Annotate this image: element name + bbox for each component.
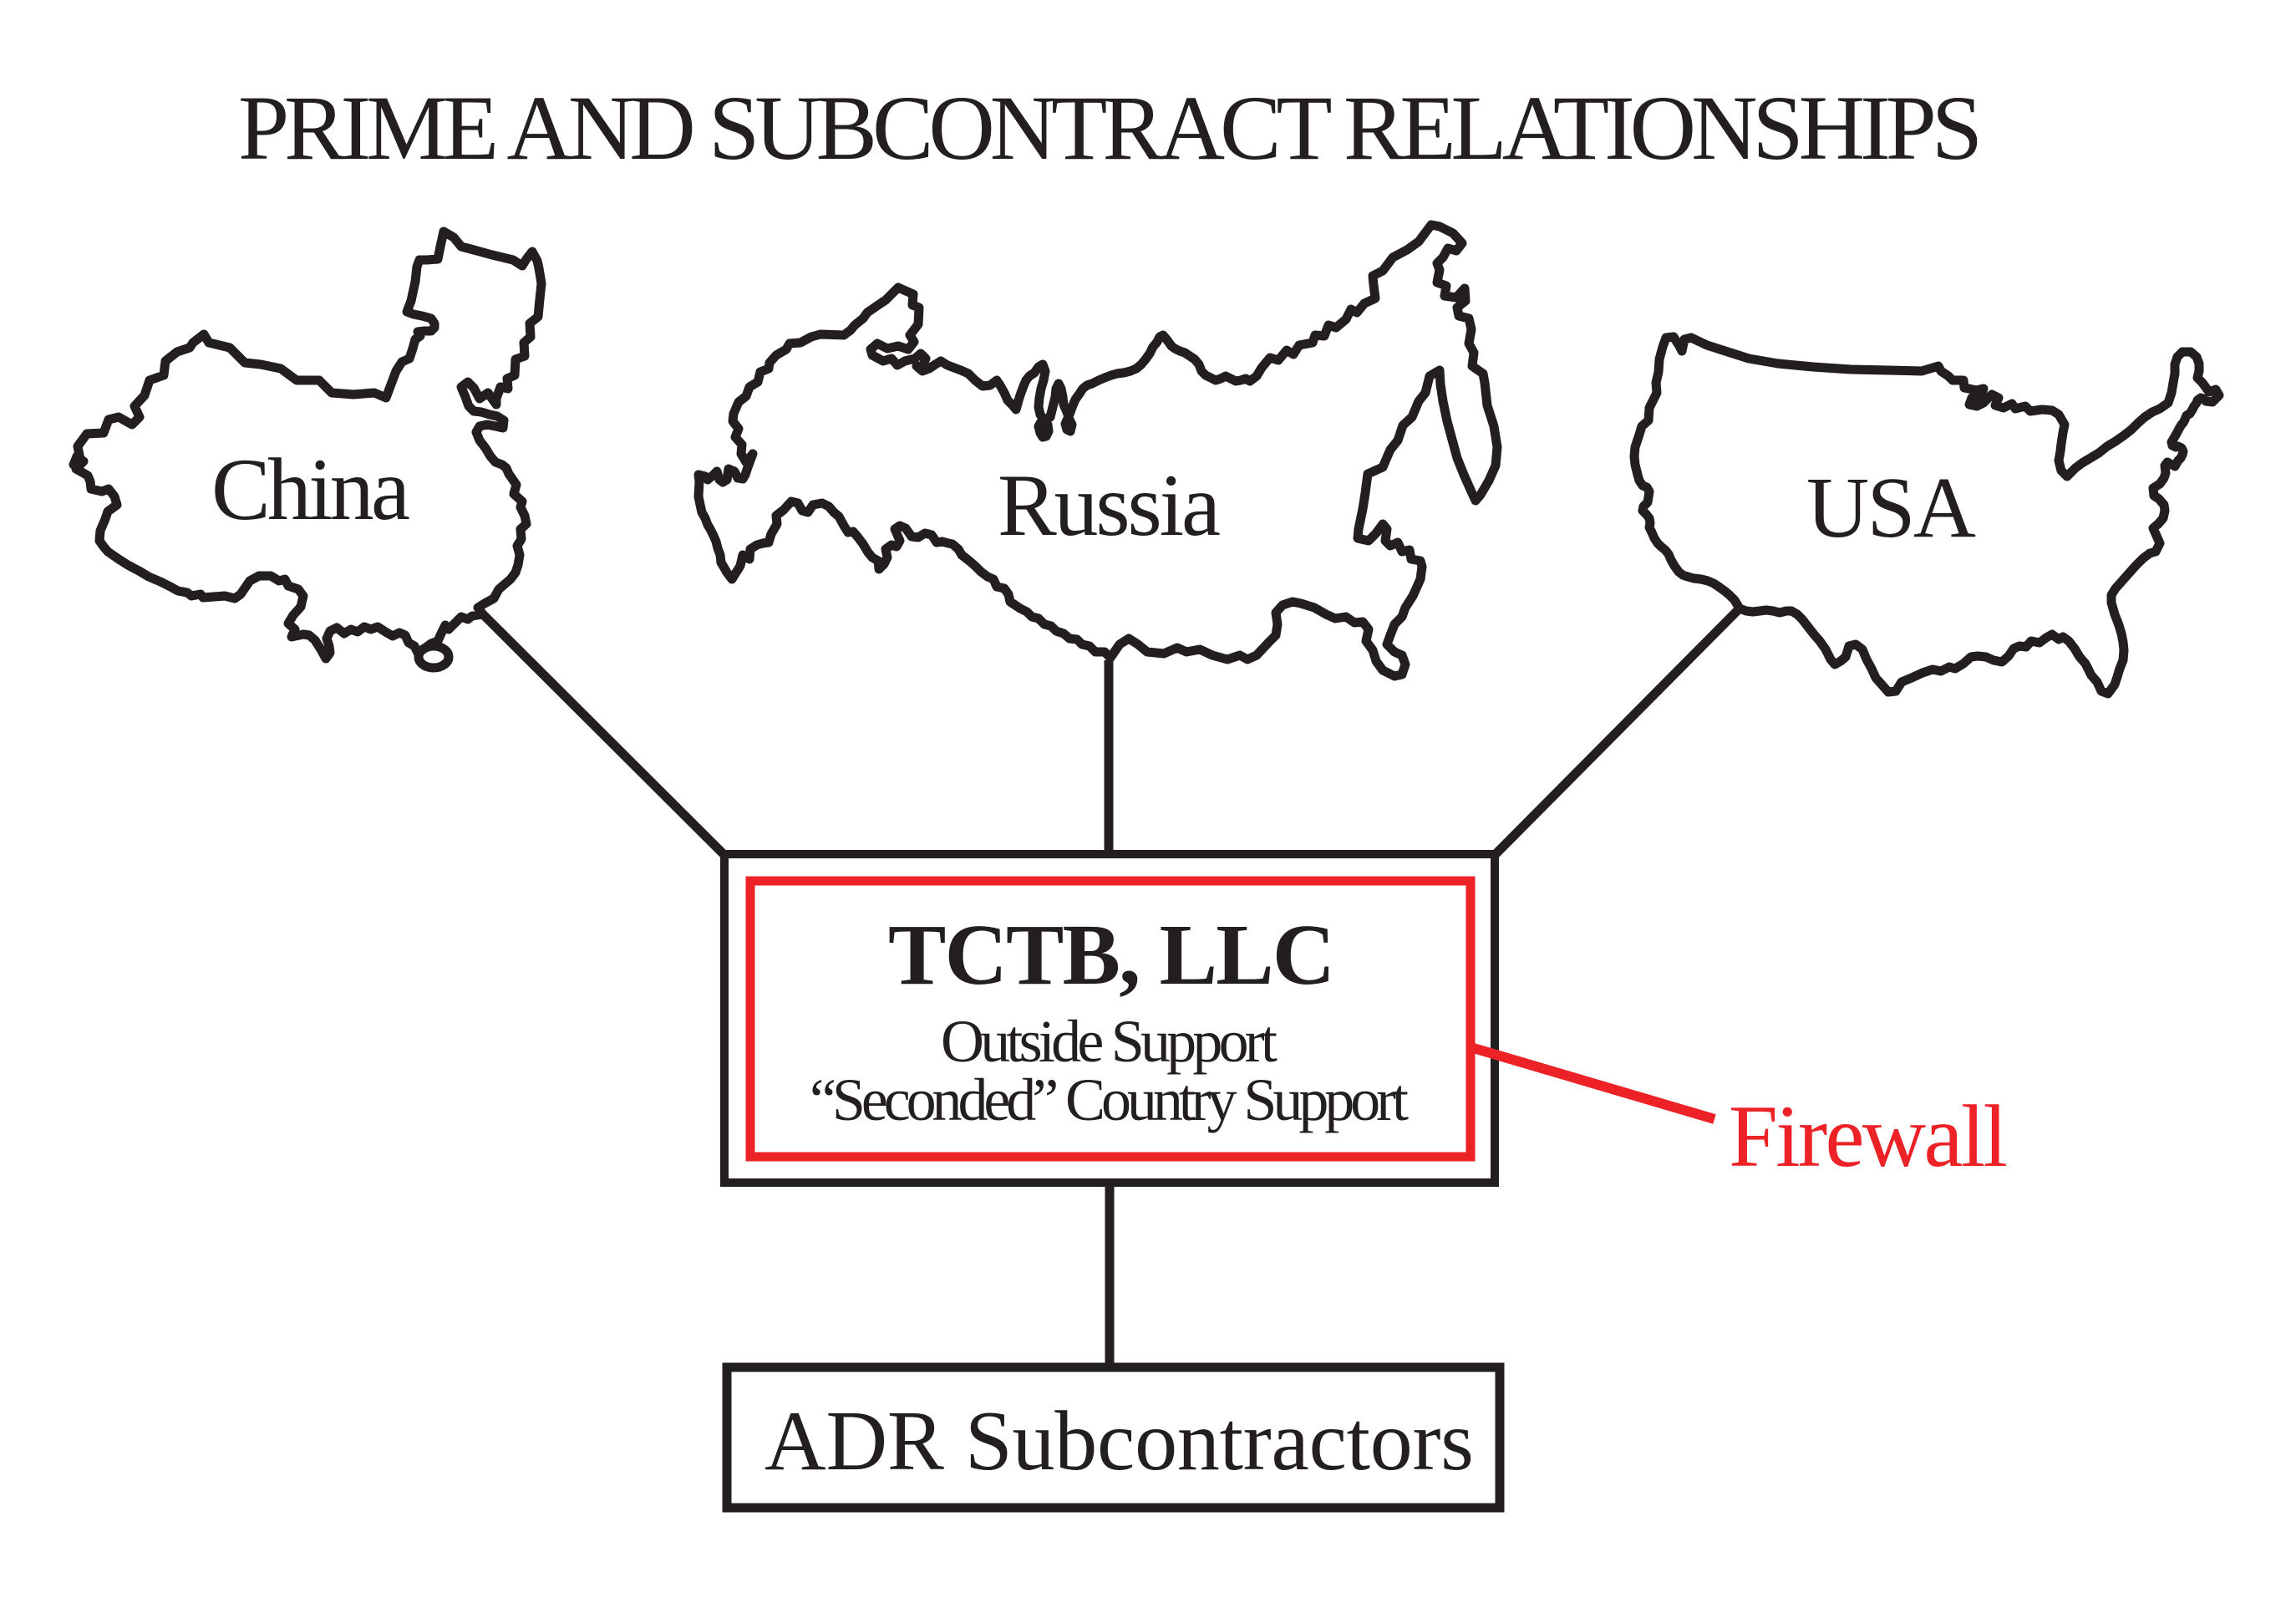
svg-text:Outside Support: Outside Support — [941, 1008, 1278, 1075]
svg-text:“Seconded” Country Support: “Seconded” Country Support — [810, 1066, 1409, 1133]
svg-text:China: China — [211, 440, 410, 538]
svg-text:Russia: Russia — [998, 456, 1221, 554]
svg-text:USA: USA — [1806, 460, 1976, 556]
svg-text:ADR Subcontractors: ADR Subcontractors — [764, 1394, 1474, 1489]
svg-text:PRIME AND SUBCONTRACT RELATION: PRIME AND SUBCONTRACT RELATIONSHIPS — [238, 77, 1983, 179]
svg-text:Firewall: Firewall — [1729, 1087, 2008, 1185]
svg-text:TCTB, LLC: TCTB, LLC — [888, 907, 1335, 1003]
